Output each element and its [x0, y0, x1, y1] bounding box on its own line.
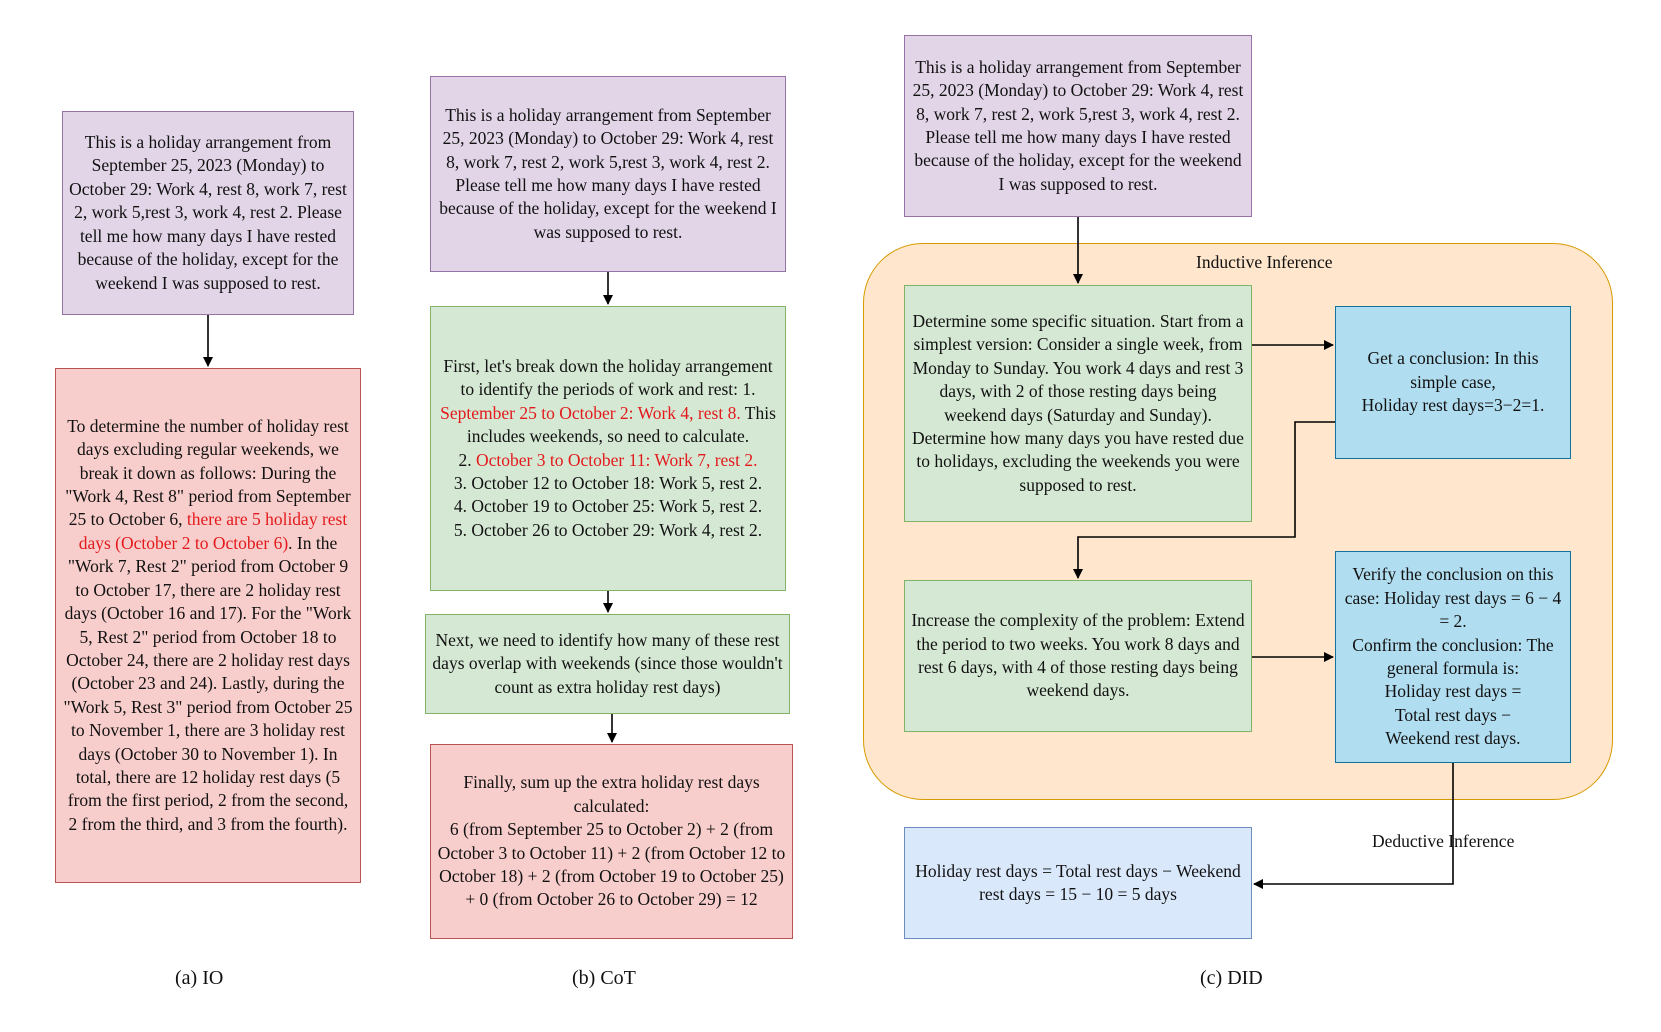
- did-verify-line4: Total rest days −: [1394, 704, 1512, 725]
- did-specific-case-text: Determine some specific situation. Start…: [912, 310, 1244, 495]
- did-conclusion-line2: Holiday rest days=3−2=1.: [1361, 395, 1545, 416]
- cot-step2-box: Next, we need to identify how many of th…: [425, 614, 790, 714]
- did-arrow-conclusion-to-complexity: [1073, 421, 1335, 579]
- did-result-text: Holiday rest days = Total rest days − We…: [915, 860, 1241, 904]
- did-verify-line5: Weekend rest days.: [1385, 728, 1521, 749]
- io-answer-part-a: To determine the number of holiday rest …: [65, 415, 351, 530]
- cot-step1-line5: 5. October 26 to October 29: Work 4, res…: [453, 519, 763, 540]
- did-complexity-box: Increase the complexity of the problem: …: [904, 580, 1252, 732]
- cot-step3-box: Finally, sum up the extra holiday rest d…: [430, 744, 793, 939]
- did-complexity-text: Increase the complexity of the problem: …: [911, 610, 1245, 701]
- did-question-text: This is a holiday arrangement from Septe…: [912, 56, 1244, 194]
- cot-step1-num2: 2.: [458, 449, 477, 470]
- cot-step1-text: First, let's break down the holiday arra…: [437, 355, 779, 542]
- did-conclusion-text: Get a conclusion: In this simple case, Ho…: [1342, 347, 1564, 417]
- io-caption: (a) IO: [175, 967, 224, 989]
- cot-step3-text: Finally, sum up the extra holiday rest d…: [437, 771, 786, 911]
- did-specific-case-box: Determine some specific situation. Start…: [904, 285, 1252, 522]
- did-conclusion-line1: Get a conclusion: In this simple case,: [1367, 348, 1539, 392]
- did-verify-line1: Verify the conclusion on this case: Holi…: [1344, 564, 1562, 632]
- cot-step1-intro: First, let's break down the holiday arra…: [443, 355, 773, 400]
- cot-caption: (b) CoT: [572, 967, 636, 989]
- did-verify-text: Verify the conclusion on this case: Holi…: [1342, 563, 1564, 750]
- io-answer-part-b: . In the "Work 7, Rest 2" period from Oc…: [63, 532, 353, 834]
- io-answer-text: To determine the number of holiday rest …: [62, 415, 354, 836]
- did-result-box: Holiday rest days = Total rest days − We…: [904, 827, 1252, 939]
- did-verify-box: Verify the conclusion on this case: Holi…: [1335, 551, 1571, 763]
- deductive-inference-label: Deductive Inference: [1371, 831, 1516, 852]
- cot-question-text: This is a holiday arrangement from Septe…: [439, 104, 777, 242]
- cot-question-box: This is a holiday arrangement from Septe…: [430, 76, 786, 272]
- inductive-inference-label: Inductive Inference: [1196, 252, 1333, 272]
- cot-step1-mid: This includes weekends, so need to calcu…: [466, 402, 776, 447]
- cot-step1-highlight-1: September 25 to October 2: Work 4, rest …: [440, 402, 741, 423]
- did-arrow-verify-to-result: [1253, 763, 1454, 889]
- io-answer-highlight: there are 5 holiday rest days (October 2…: [78, 509, 348, 553]
- did-question-box: This is a holiday arrangement from Septe…: [904, 35, 1252, 217]
- cot-step2-text: Next, we need to identify how many of th…: [432, 629, 783, 697]
- io-question-box: This is a holiday arrangement from Septe…: [62, 111, 354, 315]
- io-answer-box: To determine the number of holiday rest …: [55, 368, 361, 883]
- did-verify-line2: Confirm the conclusion: The general form…: [1352, 634, 1554, 678]
- did-verify-line3: Holiday rest days =: [1384, 681, 1522, 702]
- cot-step1-box: First, let's break down the holiday arra…: [430, 306, 786, 591]
- did-caption: (c) DID: [1200, 967, 1263, 989]
- cot-step1-line3: 3. October 12 to October 18: Work 5, res…: [453, 472, 763, 493]
- cot-step1-highlight-2: October 3 to October 11: Work 7, rest 2.: [476, 449, 758, 470]
- io-question-text: This is a holiday arrangement from Septe…: [69, 132, 347, 293]
- cot-step3-line1: Finally, sum up the extra holiday rest d…: [463, 772, 760, 816]
- did-conclusion-box: Get a conclusion: In this simple case, Ho…: [1335, 306, 1571, 459]
- cot-step1-line4: 4. October 19 to October 25: Work 5, res…: [453, 496, 763, 517]
- cot-step3-line2: 6 (from September 25 to October 2) + 2 (…: [437, 819, 786, 910]
